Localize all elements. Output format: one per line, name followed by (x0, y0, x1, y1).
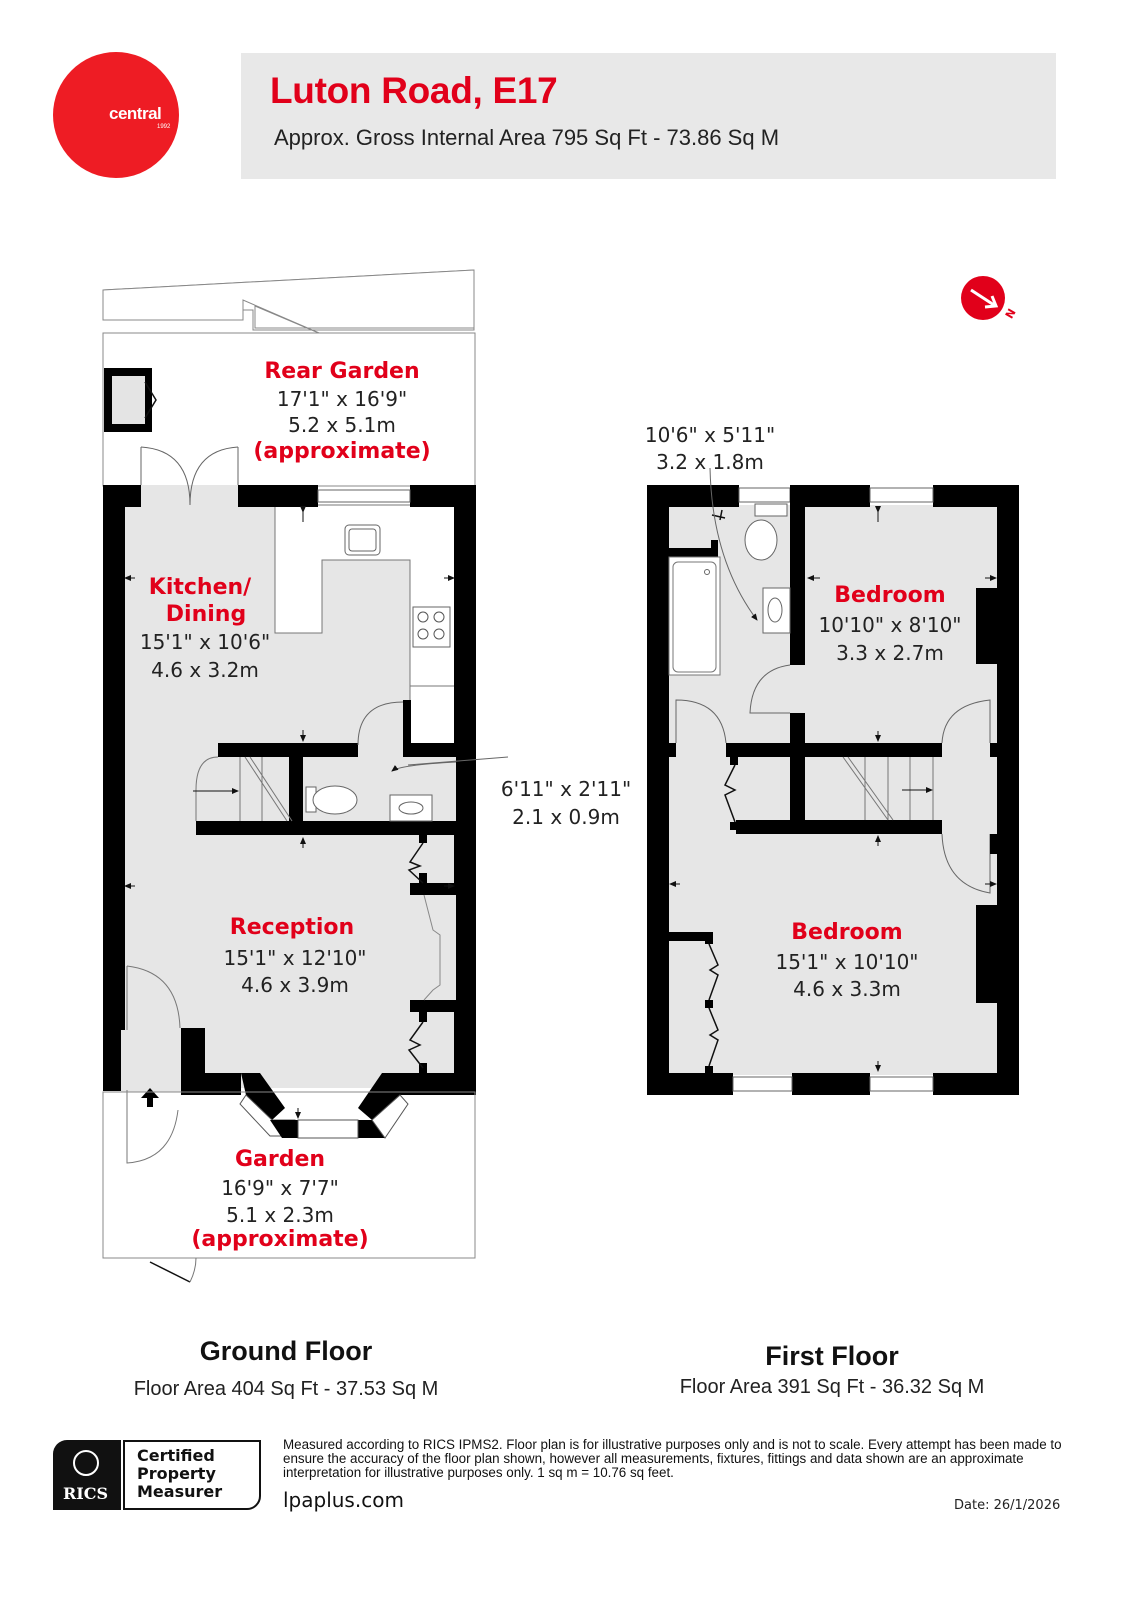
svg-text:15'1" x 10'6": 15'1" x 10'6" (140, 630, 270, 654)
svg-text:(approximate): (approximate) (191, 1227, 368, 1252)
garden-label: Garden (235, 1147, 325, 1172)
svg-text:15'1" x 12'10": 15'1" x 12'10" (223, 946, 366, 970)
header-banner: Luton Road, E17 Approx. Gross Internal A… (241, 53, 1056, 179)
svg-text:4.6 x 3.2m: 4.6 x 3.2m (151, 658, 259, 682)
bathroom-dimensions: 10'6" x 5'11" (645, 423, 775, 447)
disclaimer-text: Measured according to RICS IPMS2. Floor … (283, 1437, 1062, 1480)
ground-floor-title: Ground Floor (199, 1336, 373, 1366)
svg-text:10'10" x 8'10": 10'10" x 8'10" (818, 613, 961, 637)
rear-garden-label: Rear Garden (264, 359, 419, 384)
logo-year: 1992 (157, 124, 171, 130)
ground-floor-plan (102, 269, 509, 1283)
logo-wordmark: central (109, 104, 162, 123)
first-floor-title: First Floor (765, 1341, 899, 1371)
bedroom-2-label: Bedroom (834, 583, 945, 608)
kitchen-dining-label: Kitchen/ (149, 575, 252, 600)
svg-text:Dining: Dining (166, 602, 246, 627)
svg-text:5.2 x 5.1m: 5.2 x 5.1m (288, 413, 396, 437)
rics-logo: RICS (53, 1440, 121, 1510)
lion-icon (73, 1450, 99, 1476)
north-arrow-icon: N (961, 276, 1019, 321)
first-floor-area: Floor Area 391 Sq Ft - 36.32 Sq M (679, 1376, 985, 1398)
svg-text:17'1" x 16'9": 17'1" x 16'9" (277, 387, 407, 411)
floor-plan-drawing: N (102, 269, 1019, 1283)
svg-text:3.2 x 1.8m: 3.2 x 1.8m (656, 450, 764, 474)
svg-text:15'1" x 10'10": 15'1" x 10'10" (775, 950, 918, 974)
plan-date: Date: 26/1/2026 (954, 1498, 1061, 1513)
svg-text:4.6 x 3.3m: 4.6 x 3.3m (793, 977, 901, 1001)
bedroom-1-label: Bedroom (791, 920, 902, 945)
svg-text:2.1 x 0.9m: 2.1 x 0.9m (512, 805, 620, 829)
reception-label: Reception (230, 915, 354, 940)
wc-dimensions: 6'11" x 2'11" (501, 777, 631, 801)
property-title: Luton Road, E17 (270, 70, 558, 111)
ground-floor-area: Floor Area 404 Sq Ft - 37.53 Sq M (133, 1378, 439, 1400)
svg-text:N: N (1003, 306, 1019, 320)
svg-text:16'9" x 7'7": 16'9" x 7'7" (221, 1176, 339, 1200)
website-link[interactable]: lpaplus.com (283, 1488, 404, 1512)
first-floor-plan (647, 467, 1019, 1095)
central-logo: central 1992 (53, 52, 179, 178)
svg-text:3.3 x 2.7m: 3.3 x 2.7m (836, 641, 944, 665)
svg-text:(approximate): (approximate) (253, 439, 430, 464)
gross-internal-area: Approx. Gross Internal Area 795 Sq Ft - … (274, 125, 780, 150)
svg-text:4.6 x 3.9m: 4.6 x 3.9m (241, 973, 349, 997)
rics-certified-badge: RICS Certified Property Measurer (53, 1440, 261, 1510)
svg-text:5.1 x 2.3m: 5.1 x 2.3m (226, 1203, 334, 1227)
